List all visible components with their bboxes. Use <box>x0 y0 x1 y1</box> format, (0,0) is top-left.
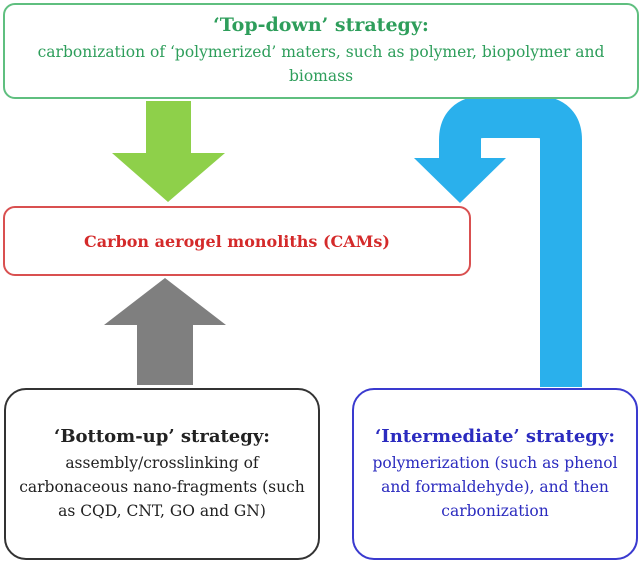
top-down-title: ‘Top-down’ strategy: <box>213 14 429 36</box>
carbon-aerogel-box: Carbon aerogel monoliths (CAMs) <box>3 206 471 276</box>
blue-curved-arrow-shaft <box>439 96 582 387</box>
bottom-up-strategy-box: ‘Bottom-up’ strategy: assembly/crosslink… <box>4 388 320 560</box>
bottom-up-description: assembly/crosslinking of carbonaceous na… <box>19 453 305 520</box>
carbon-aerogel-title: Carbon aerogel monoliths (CAMs) <box>84 231 390 251</box>
top-down-description: carbonization of ‘polymerized’ maters, s… <box>37 43 605 85</box>
bottom-up-title: ‘Bottom-up’ strategy: <box>54 425 270 447</box>
gray-up-arrow <box>104 278 226 385</box>
blue-curved-arrow-head <box>414 158 506 203</box>
intermediate-description: polymerization (such as phenol and forma… <box>372 453 618 520</box>
green-down-arrow <box>112 101 225 202</box>
top-down-strategy-box: ‘Top-down’ strategy: carbonization of ‘p… <box>3 3 639 99</box>
intermediate-strategy-box: ‘Intermediate’ strategy: polymerization … <box>352 388 638 560</box>
intermediate-title: ‘Intermediate’ strategy: <box>375 425 615 447</box>
